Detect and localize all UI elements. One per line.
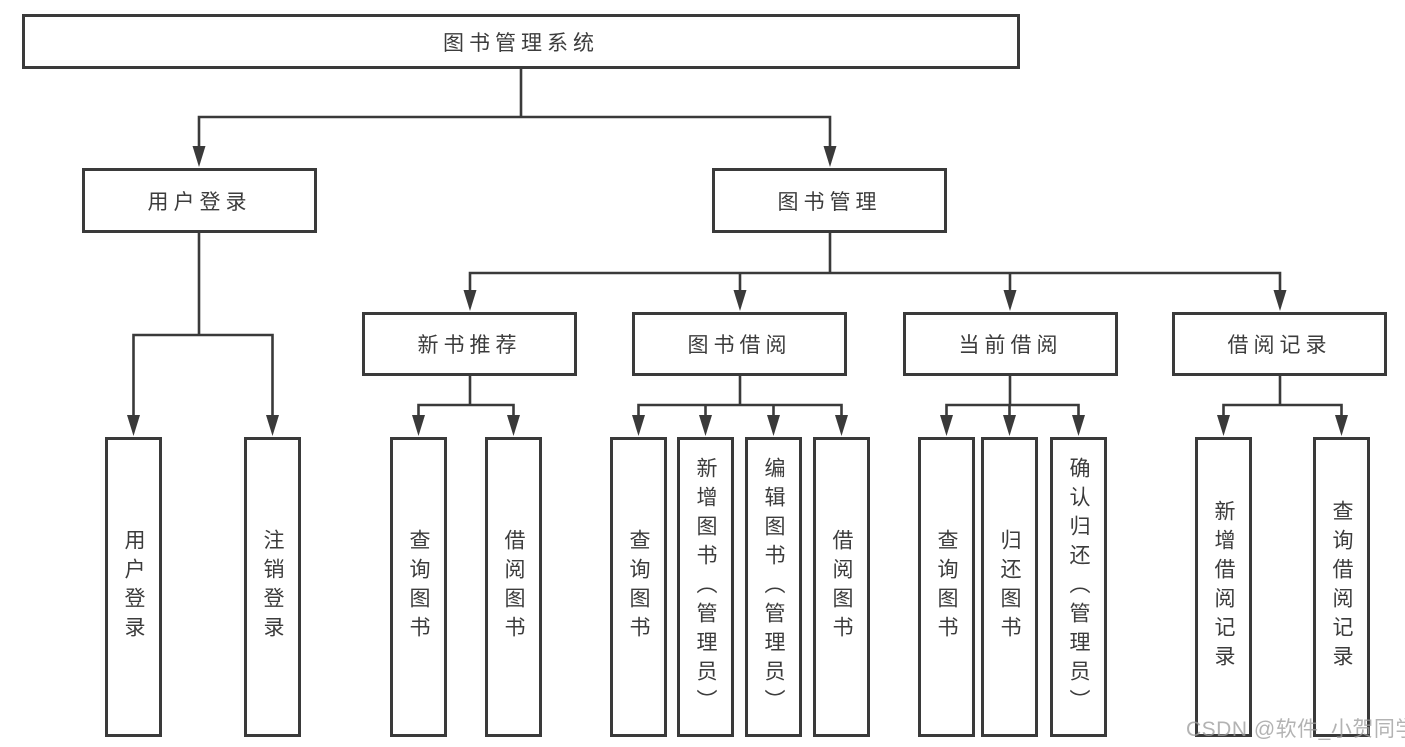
leaf-edit-books-admin: 编辑图书（管理员） xyxy=(745,437,802,737)
arrowhead xyxy=(823,146,837,167)
arrowhead xyxy=(632,415,645,436)
node-label: 用户登录 xyxy=(122,529,145,645)
edge-group2-rail xyxy=(417,403,515,420)
arrowhead xyxy=(463,290,477,311)
node-label: 新书推荐 xyxy=(417,334,522,357)
arrowhead xyxy=(835,415,848,436)
node-label: 归还图书 xyxy=(998,529,1021,645)
leaf-query-borrow-record: 查询借阅记录 xyxy=(1313,437,1370,737)
node-current-borrowing: 当前借阅 xyxy=(903,312,1118,376)
arrowhead xyxy=(1003,290,1017,311)
node-label: 图书借阅 xyxy=(687,334,792,357)
edge-group5-rail xyxy=(1222,403,1343,420)
edge-group1-rail xyxy=(132,333,274,420)
node-label: 查询借阅记录 xyxy=(1330,500,1353,674)
node-label: 查询图书 xyxy=(627,529,650,645)
arrowhead xyxy=(1072,415,1085,436)
arrowhead xyxy=(699,415,712,436)
edge-level3-rail xyxy=(468,271,1282,295)
arrowhead xyxy=(507,415,520,436)
node-borrowing-records: 借阅记录 xyxy=(1172,312,1387,376)
node-label: 当前借阅 xyxy=(958,334,1063,357)
leaf-user-login: 用户登录 xyxy=(105,437,162,737)
arrowhead xyxy=(192,146,206,167)
node-library-management-system: 图书管理系统 xyxy=(22,14,1020,69)
leaf-add-books-admin: 新增图书（管理员） xyxy=(677,437,734,737)
leaf-logout: 注销登录 xyxy=(244,437,301,737)
node-label: 查询图书 xyxy=(935,529,958,645)
node-label: 确认归还（管理员） xyxy=(1067,456,1090,718)
arrowhead xyxy=(940,415,953,436)
arrowhead xyxy=(767,415,780,436)
arrowhead xyxy=(266,415,279,436)
node-label: 图书管理系统 xyxy=(443,31,599,55)
arrowhead xyxy=(1217,415,1230,436)
arrowhead xyxy=(127,415,140,436)
node-book-management: 图书管理 xyxy=(712,168,947,233)
node-label: 用户登录 xyxy=(147,190,252,214)
node-label: 借阅图书 xyxy=(502,529,525,645)
leaf-borrow-books: 借阅图书 xyxy=(813,437,870,737)
leaf-borrow-books-recommend: 借阅图书 xyxy=(485,437,542,737)
arrowhead xyxy=(1273,290,1287,311)
arrowhead xyxy=(733,290,747,311)
node-label: 图书管理 xyxy=(777,190,882,214)
edge-level2-rail xyxy=(197,115,832,150)
node-new-book-recommendation: 新书推荐 xyxy=(362,312,577,376)
leaf-query-books-current: 查询图书 xyxy=(918,437,975,737)
node-user-login: 用户登录 xyxy=(82,168,317,233)
arrowhead xyxy=(412,415,425,436)
arrowhead xyxy=(1335,415,1348,436)
node-label: 新增借阅记录 xyxy=(1212,500,1235,674)
edge-group3-rail xyxy=(637,403,843,420)
node-label: 查询图书 xyxy=(407,529,430,645)
leaf-confirm-return-admin: 确认归还（管理员） xyxy=(1050,437,1107,737)
edge-group4-rail xyxy=(945,403,1080,420)
leaf-query-books-borrow: 查询图书 xyxy=(610,437,667,737)
node-label: 编辑图书（管理员） xyxy=(762,456,785,718)
leaf-query-books-recommend: 查询图书 xyxy=(390,437,447,737)
node-label: 新增图书（管理员） xyxy=(694,456,717,718)
leaf-add-borrow-record: 新增借阅记录 xyxy=(1195,437,1252,737)
node-label: 借阅记录 xyxy=(1227,334,1332,357)
node-label: 注销登录 xyxy=(261,529,284,645)
csdn-watermark: CSDN @软件_小贺同学 xyxy=(1186,718,1405,741)
leaf-return-books: 归还图书 xyxy=(981,437,1038,737)
node-book-borrowing: 图书借阅 xyxy=(632,312,847,376)
arrowhead xyxy=(1003,415,1016,436)
node-label: 借阅图书 xyxy=(830,529,853,645)
